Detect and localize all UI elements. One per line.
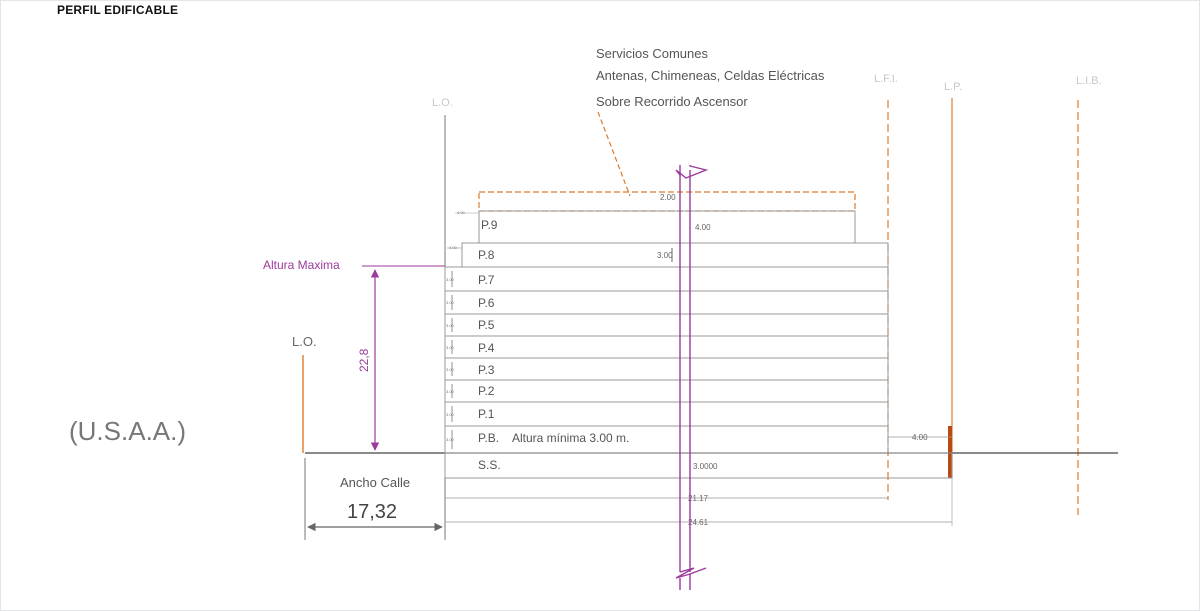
lp-label: L.P. — [944, 81, 962, 93]
max-height-label: Altura Maxima — [263, 258, 340, 272]
floor-p2 — [444, 379, 889, 403]
services-leader-line — [597, 111, 631, 197]
floor-pb-note: Altura mínima 3.00 m. — [512, 431, 629, 445]
floor-p5 — [444, 313, 889, 337]
floor-p6-label: P.6 — [478, 296, 495, 310]
p8-setback-dim: 4.00 — [449, 245, 458, 250]
back-gap-dim: 4.00 — [912, 433, 928, 442]
floor-p1-label: P.1 — [478, 407, 495, 421]
floor-h-p4: 3.00 — [446, 345, 455, 350]
floor-p4 — [444, 335, 889, 359]
floor-h-pb: 3.00 — [446, 437, 455, 442]
floor-p8 — [461, 242, 889, 268]
p8-depth-dim: 3.00 — [657, 251, 673, 260]
basement-ss — [444, 452, 953, 479]
floor-p1 — [444, 401, 889, 427]
floor-p4-label: P.4 — [478, 341, 495, 355]
lib-label: L.I.B. — [1076, 75, 1102, 87]
lfi-label: L.F.I. — [874, 73, 898, 85]
floor-h-p2: 3.00 — [446, 389, 455, 394]
floor-p6 — [444, 290, 889, 315]
floor-h-p5: 3.00 — [446, 323, 455, 328]
services-line2: Sobre Recorrido Ascensor — [596, 94, 748, 109]
floor-h-p7: 3.00 — [446, 277, 455, 282]
floor-p3-label: P.3 — [478, 363, 495, 377]
services-line1: Antenas, Chimeneas, Celdas Eléctricas — [596, 68, 825, 83]
floor-h-p1: 3.00 — [446, 412, 455, 417]
roof-offset-dim: 2.00 — [660, 193, 676, 202]
basement-label: S.S. — [478, 458, 501, 472]
page-title: PERFIL EDIFICABLE — [57, 3, 179, 17]
floor-h-p6: 3.00 — [446, 300, 455, 305]
floor-p8-label: P.8 — [478, 248, 495, 262]
lo-top-label: L.O. — [432, 97, 453, 109]
floor-p9 — [478, 210, 856, 244]
floor-p3 — [444, 357, 889, 381]
zone-label: (U.S.A.A.) — [69, 416, 186, 446]
dim-2461-label: 24.61 — [688, 518, 709, 527]
floor-h-p3: 3.00 — [446, 367, 455, 372]
floor-pb-label: P.B. — [478, 431, 499, 445]
p9-depth-dim: 4.00 — [695, 223, 711, 232]
services-title: Servicios Comunes — [596, 46, 708, 61]
floor-p2-label: P.2 — [478, 384, 495, 398]
max-height-value: 22,8 — [357, 348, 371, 372]
elevator-break-line — [675, 165, 709, 590]
p9-setback-dim: 4.00 — [457, 210, 466, 215]
dim-2117-label: 21.17 — [688, 494, 709, 503]
floor-p7-label: P.7 — [478, 273, 495, 287]
floor-p7 — [444, 266, 889, 292]
street-width-label: Ancho Calle — [340, 475, 410, 490]
floor-p5-label: P.5 — [478, 318, 495, 332]
ss-depth-dim: 3.0000 — [693, 462, 718, 471]
lo-left-label: L.O. — [292, 334, 317, 349]
floor-p9-label: P.9 — [481, 218, 498, 232]
floor-stack — [444, 266, 889, 454]
street-width-value: 17,32 — [347, 501, 397, 523]
